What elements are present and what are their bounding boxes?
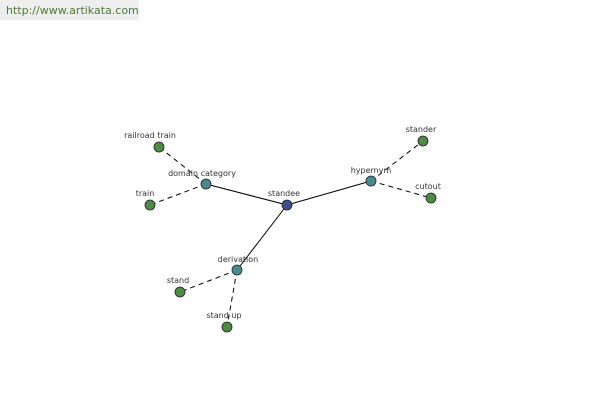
node-derivation[interactable] <box>231 264 243 276</box>
edge-hypernym-stander <box>370 140 424 182</box>
label-stand-up: stand up <box>206 311 241 320</box>
edge-hypernym-cutout <box>370 180 432 199</box>
edge-derivation-stand-up <box>226 269 238 328</box>
label-stand: stand <box>167 276 189 285</box>
label-train: train <box>136 189 155 198</box>
url-bar: http://www.artikata.com <box>0 0 139 20</box>
node-hypernym[interactable] <box>365 175 377 187</box>
edge-standee-domain-category <box>205 183 288 206</box>
edge-derivation-stand <box>179 269 238 293</box>
label-domain-category: domain category <box>168 169 236 178</box>
label-stander: stander <box>406 125 437 134</box>
node-standee[interactable] <box>281 199 293 211</box>
node-stand[interactable] <box>174 286 186 298</box>
node-cutout[interactable] <box>425 192 437 204</box>
edge-domain-category-train <box>149 183 207 206</box>
label-cutout: cutout <box>415 182 441 191</box>
node-railroad-train[interactable] <box>153 141 165 153</box>
node-train[interactable] <box>144 199 156 211</box>
label-hypernym: hypernym <box>351 166 392 175</box>
edge-domain-category-railroad-train <box>158 146 207 185</box>
node-stand-up[interactable] <box>221 321 233 333</box>
label-derivation: derivation <box>218 255 258 264</box>
node-stander[interactable] <box>417 135 429 147</box>
site-url-link[interactable]: http://www.artikata.com <box>6 4 139 17</box>
edge-standee-derivation <box>236 204 288 271</box>
label-railroad-train: railroad train <box>124 131 176 140</box>
node-domain-category[interactable] <box>200 178 212 190</box>
edge-standee-hypernym <box>286 180 372 206</box>
label-standee: standee <box>268 189 300 198</box>
